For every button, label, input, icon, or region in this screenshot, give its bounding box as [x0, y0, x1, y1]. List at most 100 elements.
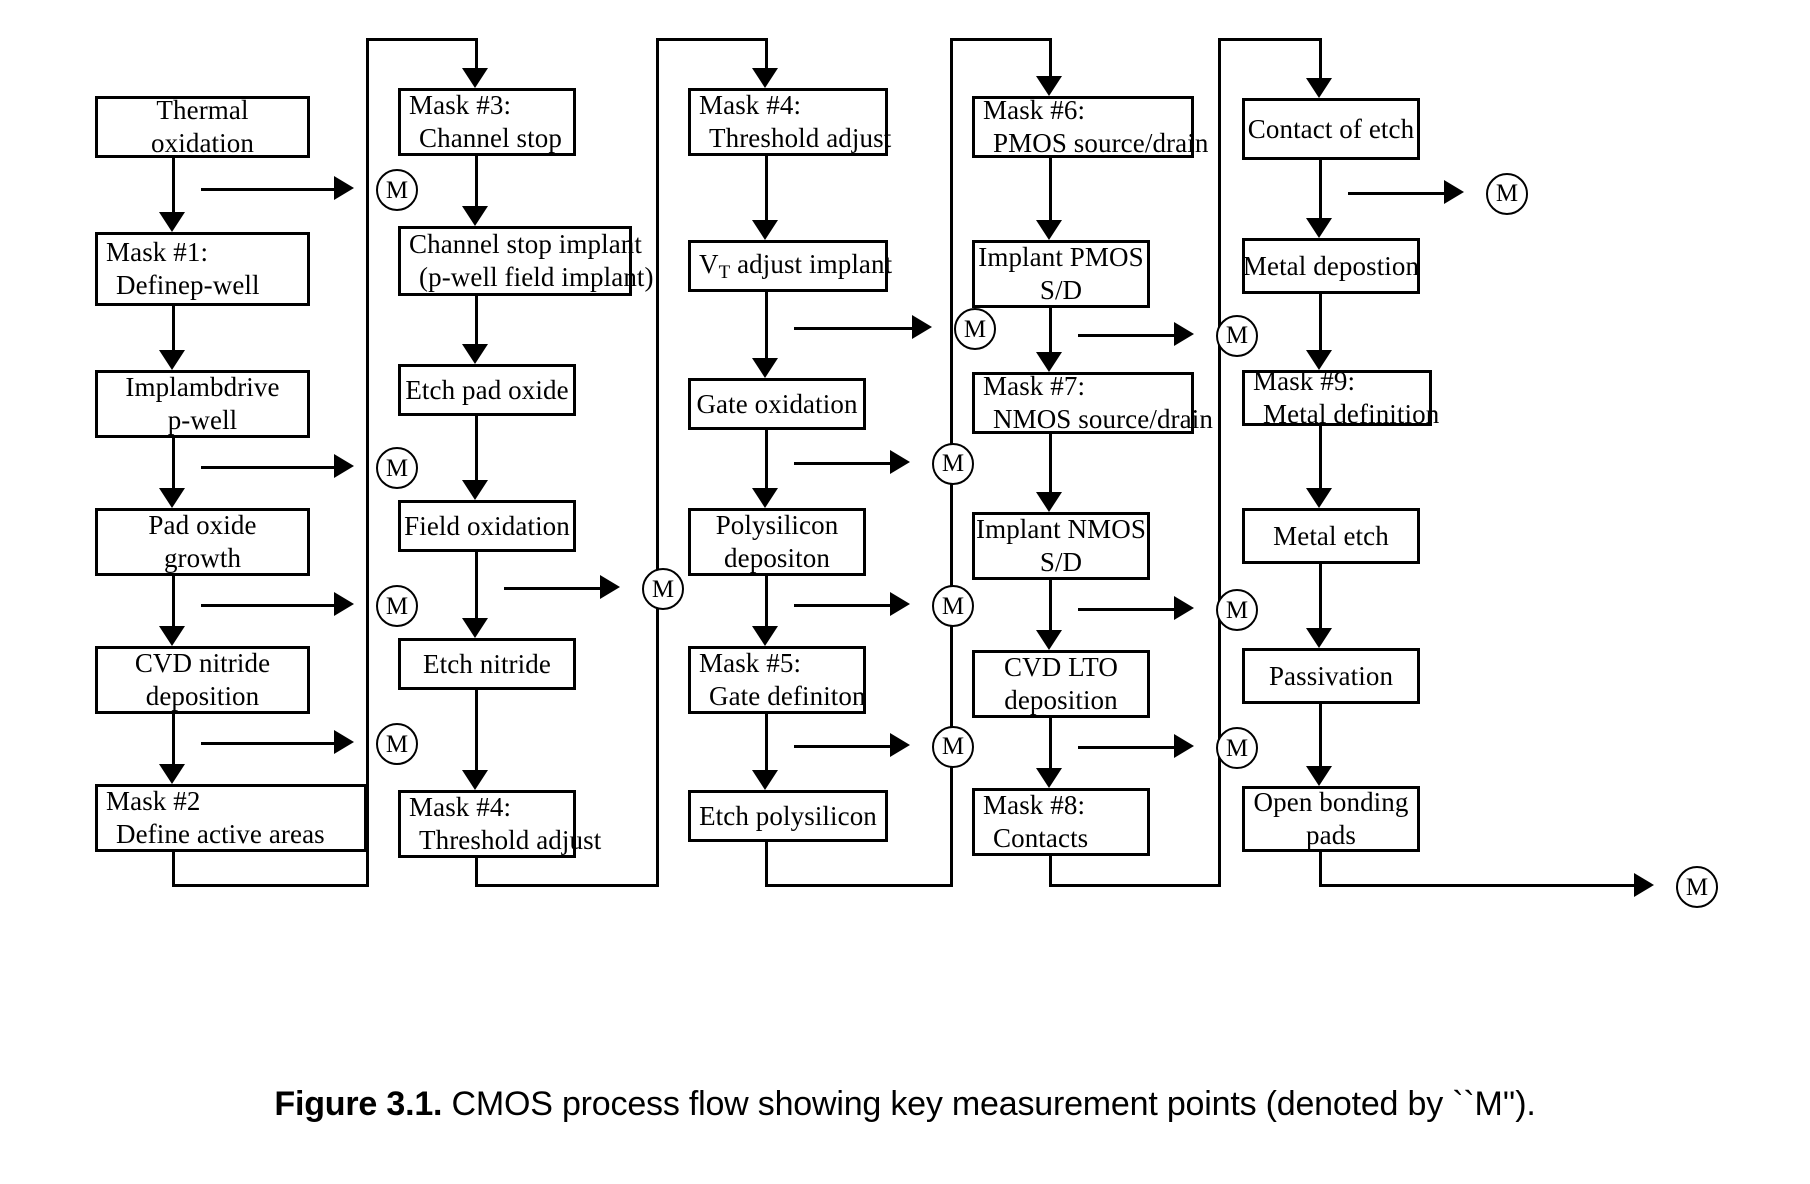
measure-arrow-line — [794, 604, 892, 608]
flow-arrow-head — [462, 206, 488, 226]
flow-arrow-head — [159, 212, 185, 232]
process-step-etch-polysilicon[interactable]: Etch polysilicon — [688, 790, 888, 842]
step-label-line: Pad oxide — [148, 510, 257, 541]
process-step-passivation[interactable]: Passivation — [1242, 648, 1420, 704]
figure-label: Figure 3.1. — [274, 1085, 443, 1123]
column-link-across — [1049, 884, 1221, 887]
measurement-point-marker[interactable]: M — [954, 308, 996, 351]
process-step-mask-7[interactable]: Mask #7:NMOS source/drain — [972, 371, 1213, 434]
measurement-point-marker[interactable]: M — [932, 442, 974, 485]
step-label-line: depositon — [724, 543, 830, 573]
flow-arrow-head — [752, 358, 778, 378]
measurement-point-marker[interactable]: M — [1486, 172, 1528, 215]
step-label-line: Definep-well — [116, 270, 260, 300]
step-label-line: Field oxidation — [404, 510, 570, 541]
measurement-point-marker[interactable]: M — [932, 585, 974, 628]
process-step-mask-4-col2[interactable]: Mask #4:Threshold adjust — [398, 790, 601, 858]
flow-arrow-head — [1306, 488, 1332, 508]
step-label-line: Channel stop — [419, 123, 562, 153]
measurement-point-marker[interactable]: M — [376, 169, 418, 212]
column-link-arrowhead — [1036, 76, 1062, 96]
column-link-top — [1218, 38, 1320, 41]
flow-arrow-line — [172, 306, 175, 354]
measure-arrow-line — [1078, 608, 1176, 612]
step-label-line: Metal definition — [1263, 399, 1440, 429]
flow-arrow-line — [1319, 426, 1322, 492]
process-step-mask-1[interactable]: Mask #1:Definep-well — [95, 232, 310, 306]
measurement-marker-letter: M — [385, 176, 409, 204]
flow-arrow-line — [475, 690, 478, 774]
process-step-vt-adjust-implant[interactable]: VT adjust implant — [688, 240, 892, 292]
measure-arrow-line — [201, 604, 336, 608]
measurement-point-marker[interactable]: M — [376, 723, 418, 766]
process-step-metal-etch[interactable]: Metal etch — [1242, 508, 1420, 564]
column-link-entry — [1319, 38, 1322, 82]
step-label-line: Etch pad oxide — [405, 374, 569, 405]
process-step-contact-of-etch[interactable]: Contact of etch — [1242, 98, 1420, 160]
flow-arrow-line — [475, 552, 478, 622]
flow-arrow-line — [475, 296, 478, 348]
column-link-arrowhead — [752, 68, 778, 88]
step-label-line: Metal etch — [1273, 520, 1389, 551]
process-step-mask-8[interactable]: Mask #8:Contacts — [972, 788, 1150, 856]
flow-arrow-line — [1049, 580, 1052, 634]
column-link-arrowhead — [1306, 78, 1332, 98]
flow-arrow-line — [1319, 564, 1322, 632]
measurement-point-marker[interactable]: M — [642, 568, 684, 611]
flow-arrow-head — [1036, 768, 1062, 788]
measurement-marker-letter: M — [1685, 873, 1709, 901]
flow-arrow-line — [475, 156, 478, 210]
step-label-line: oxidation — [151, 128, 254, 158]
measure-arrow-head — [890, 592, 910, 617]
process-step-metal-deposition[interactable]: Metal depostion — [1242, 238, 1420, 294]
process-step-field-oxidation[interactable]: Field oxidation — [398, 500, 576, 552]
column-link-up — [1218, 38, 1221, 887]
measurement-point-marker-final[interactable]: M — [1676, 866, 1718, 908]
step-label-line: Etch polysilicon — [699, 800, 877, 831]
process-step-mask-6[interactable]: Mask #6:PMOS source/drain — [972, 95, 1208, 158]
step-label-line: Open bonding — [1253, 787, 1409, 818]
measurement-point-marker[interactable]: M — [1216, 314, 1258, 357]
step-label-line: deposition — [1004, 685, 1118, 715]
step-label-line: (p-well field implant) — [419, 262, 654, 292]
measure-arrow-head — [334, 592, 354, 617]
measurement-point-marker[interactable]: M — [376, 585, 418, 628]
measurement-marker-letter: M — [385, 730, 409, 758]
measurement-point-marker[interactable]: M — [1216, 727, 1258, 770]
measurement-marker-letter: M — [963, 315, 987, 343]
measurement-point-marker[interactable]: M — [376, 447, 418, 490]
flow-arrow-head — [159, 626, 185, 646]
process-step-etch-nitride[interactable]: Etch nitride — [398, 638, 576, 690]
flow-arrow-head — [159, 488, 185, 508]
measurement-marker-letter: M — [1225, 322, 1249, 350]
process-step-channel-stop-implant[interactable]: Channel stop implant(p-well field implan… — [398, 226, 654, 296]
flow-arrow-head — [752, 626, 778, 646]
step-label-line: Mask #5: — [699, 648, 802, 679]
measurement-marker-letter: M — [1225, 596, 1249, 624]
process-step-mask-4[interactable]: Mask #4:Threshold adjust — [688, 88, 891, 156]
flow-arrow-head — [1306, 766, 1332, 786]
measurement-marker-letter: M — [385, 592, 409, 620]
flow-arrow-head — [1036, 220, 1062, 240]
measurement-point-marker[interactable]: M — [1216, 589, 1258, 632]
flow-arrow-head — [1306, 218, 1332, 238]
flow-arrow-line — [1049, 308, 1052, 356]
process-step-mask-5[interactable]: Mask #5:Gate definiton — [688, 646, 866, 714]
process-step-gate-oxidation[interactable]: Gate oxidation — [688, 378, 866, 430]
process-step-mask-9[interactable]: Mask #9:Metal definition — [1242, 366, 1439, 429]
process-step-mask-3[interactable]: Mask #3:Channel stop — [398, 88, 576, 156]
measure-arrow-head — [1174, 596, 1194, 621]
column-link-across — [172, 884, 369, 887]
measurement-point-marker[interactable]: M — [932, 725, 974, 768]
process-step-etch-pad-oxide[interactable]: Etch pad oxide — [398, 364, 576, 416]
